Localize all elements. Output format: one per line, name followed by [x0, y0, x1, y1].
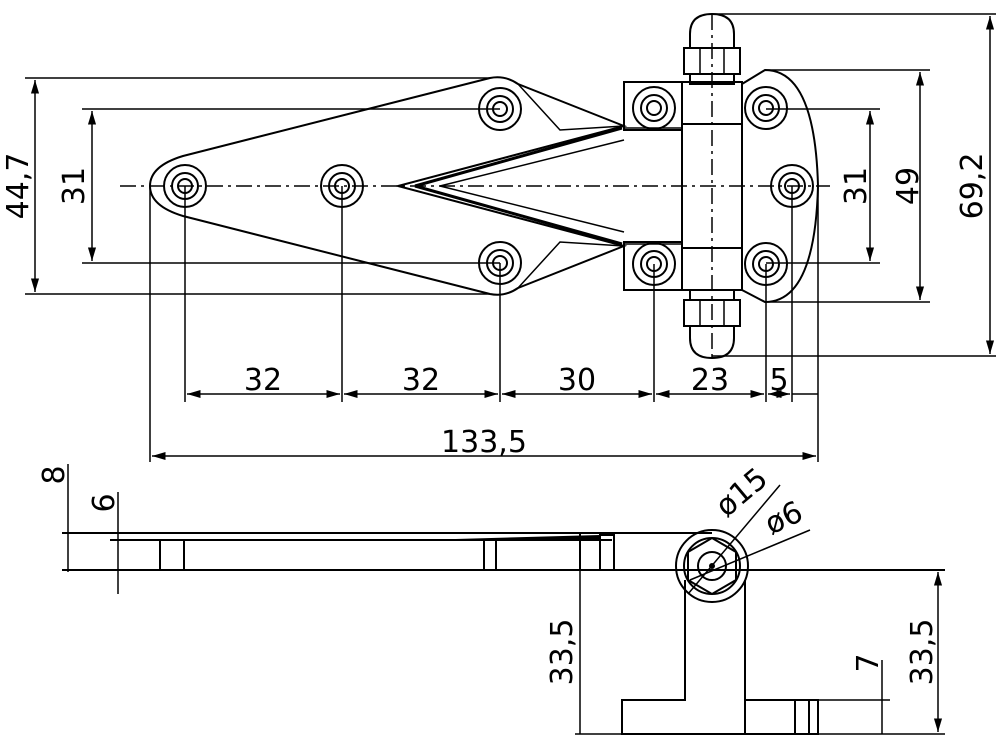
label-6: 6	[87, 493, 122, 512]
label-33-5-right: 33,5	[905, 619, 940, 686]
label-32-a: 32	[244, 363, 282, 398]
label-32-b: 32	[402, 363, 440, 398]
label-7: 7	[851, 653, 886, 672]
dim-length-133-5: 133,5	[149, 186, 819, 462]
dim-chain-horizontal: 32 32 30 23 5	[184, 186, 818, 402]
leader-dia-6	[689, 529, 811, 581]
label-31-right: 31	[839, 167, 874, 205]
v-edge-upper	[414, 126, 623, 188]
side-view: ø15 ø6 8 6 33,5 7 33,5	[37, 461, 945, 735]
dim-thickness-8: 8	[37, 464, 72, 572]
label-30: 30	[558, 363, 596, 398]
dim-height-33-5-left: 33,5	[545, 570, 625, 735]
dim-height-49: 49	[765, 69, 930, 303]
leader-dia-15	[687, 484, 781, 595]
label-23: 23	[691, 363, 729, 398]
dim-hole-spacing-right: 31	[766, 108, 880, 264]
dim-foot-7: 7	[818, 653, 890, 734]
v-edge-lower-inner	[439, 185, 625, 233]
dim-hole-spacing-left: 31	[57, 108, 500, 264]
label-5: 5	[769, 363, 788, 398]
pin-nut-bottom	[683, 289, 741, 360]
v-edge-upper-inner	[439, 139, 625, 187]
left-leaf-outline	[148, 76, 628, 296]
label-31-left: 31	[57, 167, 92, 205]
bevel-taper	[420, 535, 600, 540]
bracket-body	[621, 580, 819, 735]
label-33-5-left: 33,5	[545, 619, 580, 686]
label-49: 49	[891, 167, 926, 205]
label-69-2: 69,2	[955, 153, 990, 220]
top-view: 44,7 31 31 49 69,2	[1, 12, 996, 462]
label-8: 8	[37, 465, 72, 484]
bevel-line-upper	[517, 83, 625, 131]
dim-height-44-7: 44,7	[1, 77, 490, 295]
dim-height-33-5-right: 33,5	[818, 572, 945, 735]
v-edge-lower	[414, 184, 623, 246]
bevel-line-lower	[517, 241, 625, 289]
label-44-7: 44,7	[1, 153, 36, 220]
label-133-5: 133,5	[441, 425, 527, 460]
dim-thickness-6: 6	[87, 492, 122, 594]
pin-section	[675, 529, 749, 603]
label-dia-6: ø6	[760, 495, 809, 543]
dim-height-69-2: 69,2	[712, 13, 996, 357]
